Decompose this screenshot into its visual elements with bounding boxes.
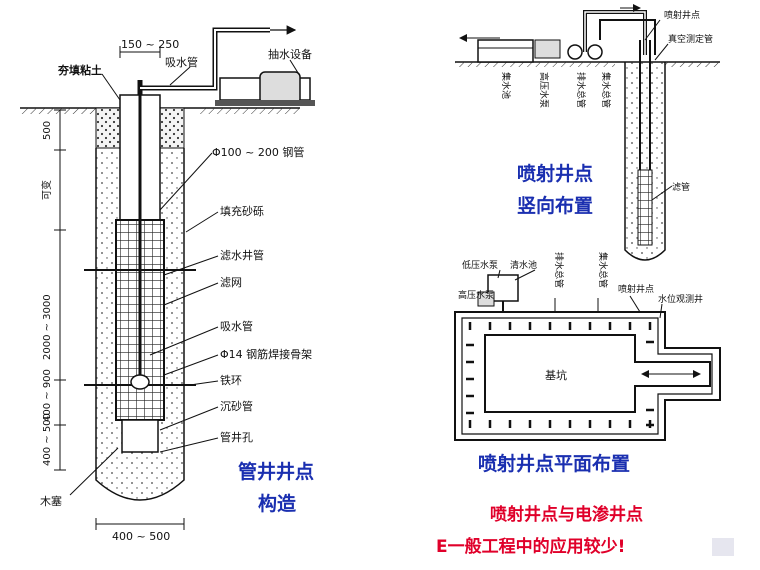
label-collect-main: 集水总管 [600, 72, 612, 108]
label-pit: 基坑 [545, 368, 567, 382]
note-line-2: E一般工程中的应用较少! [436, 536, 625, 557]
label-sand-pipe: 沉砂管 [220, 399, 253, 413]
label-rebar-frame: Φ14 钢筋焊接骨架 [220, 347, 312, 361]
label-filter-well-pipe: 滤水井管 [220, 248, 264, 262]
dim-2000-3000: 2000 ~ 3000 [42, 294, 53, 360]
label-gravel: 填充砂砾 [220, 204, 264, 218]
sand-pipe [121, 419, 159, 453]
label-jet-point-plan: 喷射井点 [618, 283, 654, 295]
jet-plan-diagram: 低压水泵 清水池 高压水泵 排水总管 集水总管 喷射井点 水位观测井 基坑 喷射… [454, 252, 721, 475]
label-hp-pump: 高压水泵 [538, 72, 550, 108]
label-collect-main-plan: 集水总管 [597, 252, 609, 288]
label-pool: 集水池 [500, 72, 512, 99]
dim-variable: 可变 [40, 180, 53, 200]
label-vacuum-pipe: 真空测定管 [668, 33, 713, 45]
title-jet-vertical-1: 喷射井点 [517, 162, 593, 185]
note-marker [712, 538, 734, 556]
title-tube-well-2: 构造 [258, 492, 297, 515]
label-drain-main-plan: 排水总管 [553, 252, 565, 288]
label-filter-pipe: 滤管 [672, 181, 690, 193]
well-point-ticks [466, 322, 654, 428]
label-clean-pool: 清水池 [510, 259, 537, 271]
label-iron-ring: 铁环 [220, 374, 242, 387]
label-hp-pump-plan: 高压水泵 [458, 289, 494, 301]
top-dim: 150 ~ 250 [121, 38, 179, 51]
note: 喷射井点与电渗井点 E一般工程中的应用较少! [436, 504, 734, 557]
label-fill-clay: 夯填粘土 [57, 63, 102, 77]
dim-400-900: 400 ~ 900 [42, 369, 53, 422]
label-well-hole: 管井孔 [220, 430, 253, 444]
label-observe-well: 水位观测井 [658, 293, 703, 305]
label-drain-main: 排水总管 [575, 72, 587, 108]
tube-well-diagram: 150 ~ 250 夯填粘土 吸水管 抽水设备 Φ100 ~ 200 钢管 填充… [20, 25, 315, 543]
label-suction-pipe-top: 吸水管 [165, 55, 198, 69]
label-jet-point: 喷射井点 [664, 9, 700, 21]
bottom-dim: 400 ~ 500 [112, 530, 170, 543]
label-lp-pump: 低压水泵 [462, 259, 498, 271]
dim-500: 500 [42, 121, 53, 140]
label-steel-pipe: Φ100 ~ 200 钢管 [212, 145, 304, 159]
title-jet-vertical-2: 竖向布置 [517, 194, 593, 217]
title-tube-well-1: 管井井点 [238, 460, 314, 483]
title-jet-plan: 喷射井点平面布置 [478, 452, 630, 475]
label-filter-mesh: 滤网 [220, 276, 242, 289]
note-line-1: 喷射井点与电渗井点 [490, 504, 643, 525]
dim-400-500: 400 ~ 500 [42, 413, 53, 466]
label-suction-pipe: 吸水管 [220, 319, 253, 333]
jet-vertical-diagram: 喷射井点 真空测定管 滤管 集水池 高压水泵 排水总管 集水总管 喷射井点 竖向… [455, 4, 720, 261]
label-pump-equipment: 抽水设备 [268, 47, 312, 61]
label-wood-plug: 木塞 [40, 494, 62, 508]
